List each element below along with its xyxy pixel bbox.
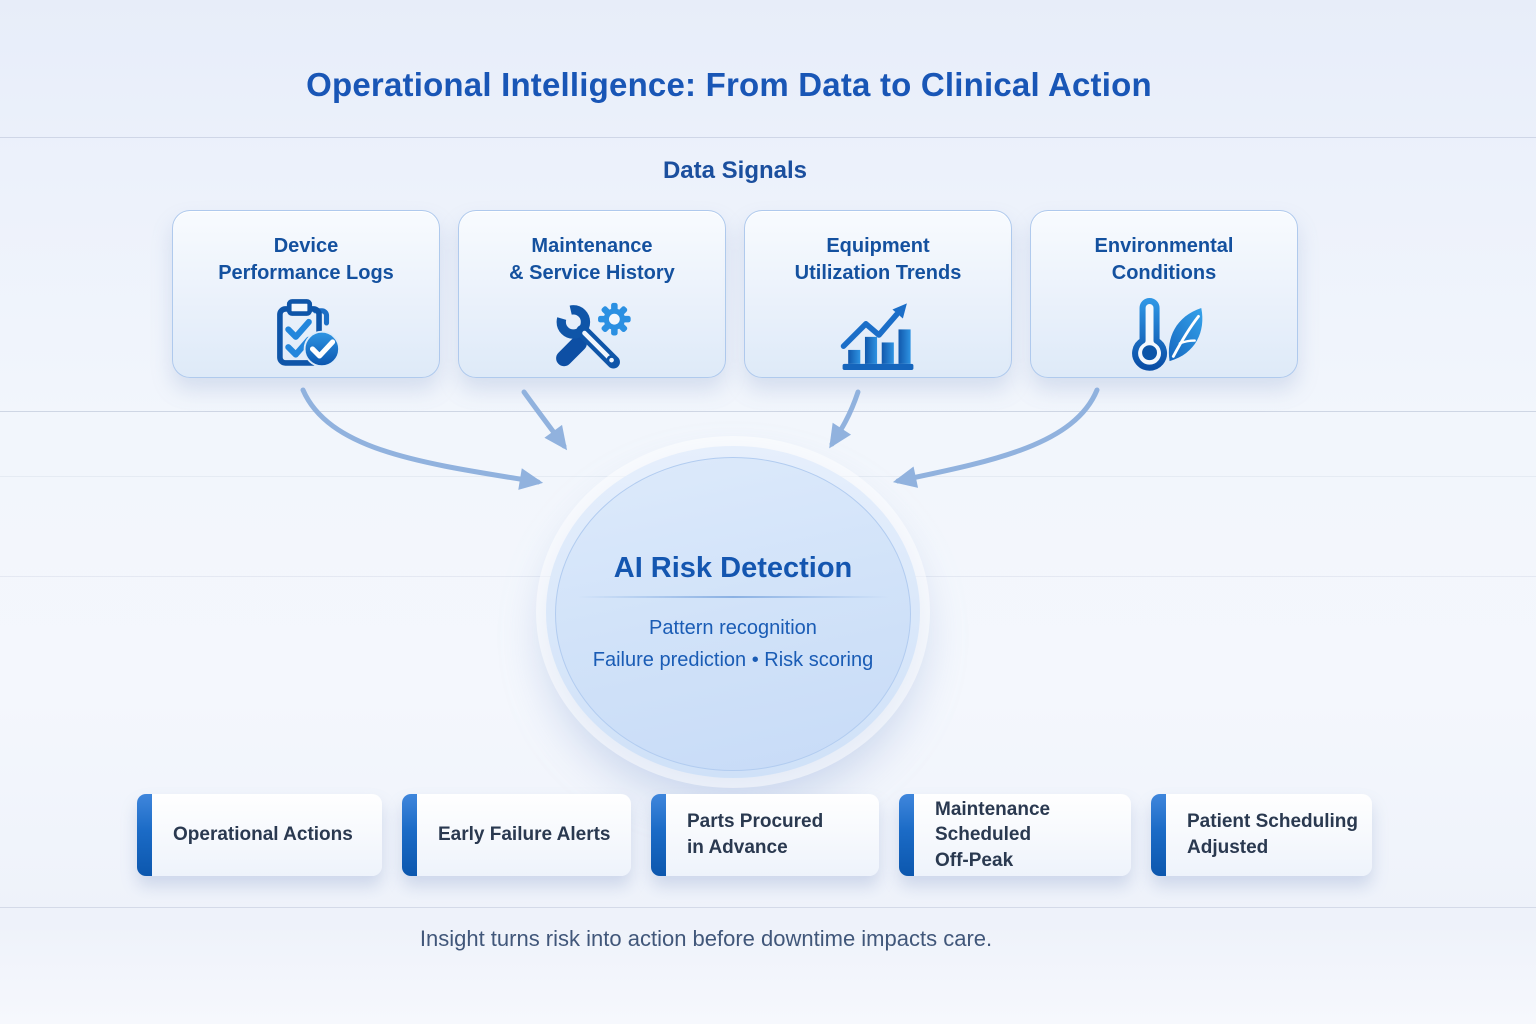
page-title: Operational Intelligence: From Data to C… bbox=[306, 66, 1152, 103]
wrench-gear-icon bbox=[544, 293, 640, 377]
action-card-label: Operational Actions bbox=[173, 822, 374, 848]
signal-card-environmental-conditions: Environmental Conditions bbox=[1030, 210, 1298, 378]
action-card-label: Maintenance Scheduled Off-Peak bbox=[935, 797, 1123, 874]
signal-card-maintenance-service-history: Maintenance & Service History bbox=[458, 210, 726, 378]
footer-tagline: Insight turns risk into action before do… bbox=[419, 926, 993, 951]
data-signals-heading: Data Signals bbox=[662, 157, 808, 184]
arrow-device-logs bbox=[300, 387, 544, 490]
action-card-maintenance-scheduled: Maintenance Scheduled Off-Peak bbox=[899, 794, 1131, 876]
signal-card-title: Equipment Utilization Trends bbox=[795, 233, 962, 287]
action-label-line1: Parts Procured bbox=[687, 811, 824, 833]
signal-card-title-line2: Conditions bbox=[1111, 262, 1217, 284]
signal-card-title-line1: Device bbox=[273, 235, 339, 257]
arrow-maintenance-history bbox=[521, 389, 568, 451]
signal-card-title-line2: Performance Logs bbox=[218, 262, 394, 284]
divider-line bbox=[0, 137, 1536, 138]
accent-bar bbox=[137, 794, 152, 876]
action-card-parts-procured: Parts Procured in Advance bbox=[651, 794, 879, 876]
action-label-line1: Operational Actions bbox=[173, 824, 353, 846]
accent-bar bbox=[1151, 794, 1166, 876]
action-label-line2: in Advance bbox=[687, 837, 788, 858]
divider-line bbox=[0, 411, 1536, 412]
data-signals-row: Device Performance Logs bbox=[172, 210, 1298, 378]
thermometer-leaf-icon bbox=[1116, 293, 1212, 377]
signal-card-title: Maintenance & Service History bbox=[509, 233, 675, 287]
accent-bar bbox=[651, 794, 666, 876]
operational-actions-row: Operational Actions Early Failure Alerts… bbox=[137, 794, 1373, 876]
signal-card-title-line1: Maintenance bbox=[531, 235, 653, 257]
signal-card-title-line2: Utilization Trends bbox=[794, 262, 962, 284]
action-card-label: Early Failure Alerts bbox=[438, 822, 623, 848]
signal-card-title: Device Performance Logs bbox=[218, 233, 394, 287]
signal-card-title-line2: & Service History bbox=[509, 262, 675, 284]
action-card-early-failure-alerts: Early Failure Alerts bbox=[402, 794, 631, 876]
arrow-environmental-conditions bbox=[892, 387, 1100, 488]
action-card-patient-scheduling: Patient Scheduling Adjusted bbox=[1151, 794, 1372, 876]
ai-risk-detection-circle-inner: AI Risk Detection Pattern recognition Fa… bbox=[555, 457, 911, 771]
signal-card-title-line1: Environmental bbox=[1094, 235, 1234, 257]
signal-card-title: Environmental Conditions bbox=[1095, 233, 1234, 287]
arrow-utilization-trends bbox=[829, 389, 861, 449]
action-label-line2: Off-Peak bbox=[935, 849, 1014, 871]
action-card-label: Parts Procured in Advance bbox=[687, 809, 871, 860]
action-label-line1: Early Failure Alerts bbox=[438, 824, 611, 846]
accent-bar bbox=[899, 794, 914, 876]
signal-card-device-performance-logs: Device Performance Logs bbox=[172, 210, 440, 378]
accent-bar bbox=[402, 794, 417, 876]
ai-capability-prediction-scoring: Failure prediction • Risk scoring bbox=[592, 649, 874, 671]
action-card-label: Patient Scheduling Adjusted bbox=[1187, 809, 1364, 860]
ai-capability-pattern-recognition: Pattern recognition bbox=[649, 617, 817, 639]
clipboard-checklist-icon bbox=[258, 293, 354, 377]
ai-risk-detection-title: AI Risk Detection bbox=[613, 552, 853, 584]
ai-risk-detection-circle: AI Risk Detection Pattern recognition Fa… bbox=[546, 446, 920, 778]
action-label-line1: Patient Scheduling bbox=[1187, 811, 1359, 833]
divider-line bbox=[0, 907, 1536, 908]
bar-chart-growth-icon bbox=[830, 293, 926, 377]
signal-card-equipment-utilization-trends: Equipment Utilization Trends bbox=[744, 210, 1012, 378]
action-label-line2: Adjusted bbox=[1187, 837, 1269, 858]
action-card-operational-actions: Operational Actions bbox=[137, 794, 382, 876]
circle-divider-line bbox=[577, 596, 889, 598]
signal-card-title-line1: Equipment bbox=[826, 235, 930, 257]
action-label-line1: Maintenance Scheduled bbox=[935, 798, 1051, 846]
